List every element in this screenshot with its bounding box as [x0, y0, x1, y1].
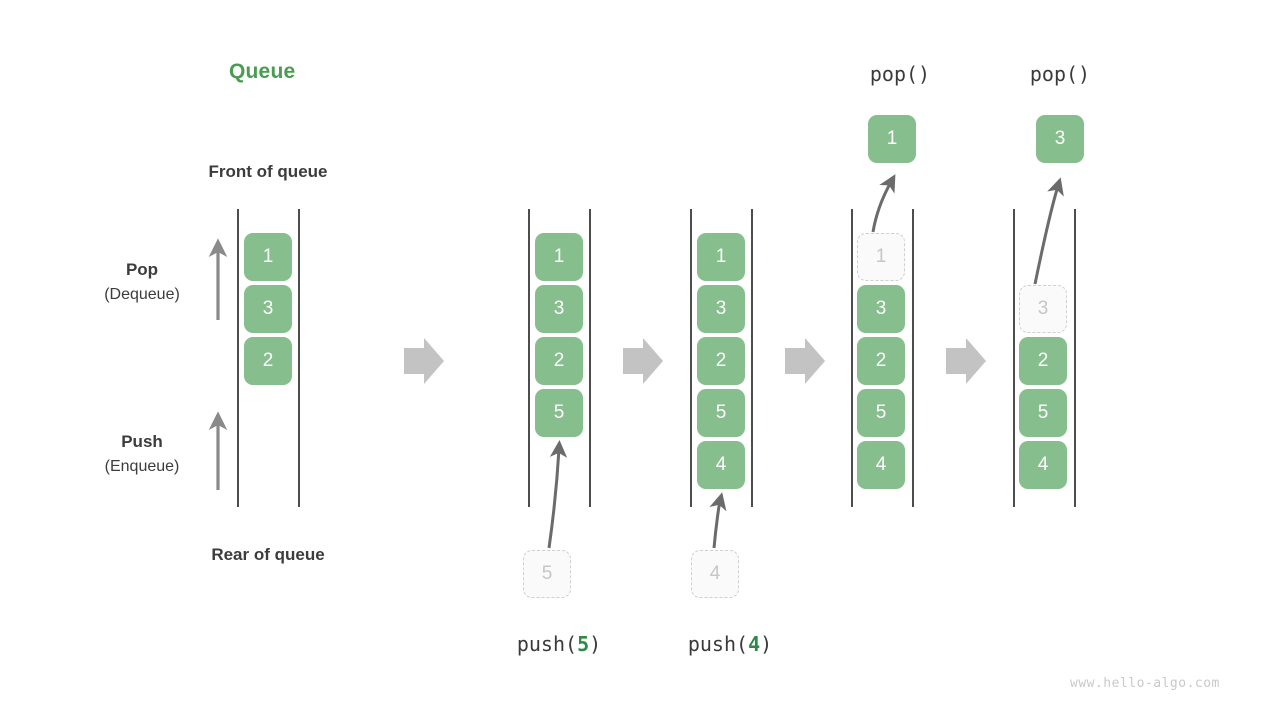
caption-prefix: push(: [687, 632, 749, 656]
queue-cell: 2: [244, 337, 292, 385]
rail-left: [1013, 209, 1015, 507]
page-title: Queue: [229, 60, 296, 83]
front-of-queue-label: Front of queue: [208, 162, 328, 181]
popped-cell: 1: [868, 115, 916, 163]
rail-left: [237, 209, 239, 507]
queue-cell: 4: [697, 441, 745, 489]
caption-push-5: push(5): [459, 632, 659, 656]
push-enqueue-label: Push (Enqueue): [52, 430, 232, 478]
op-title-pop-1: pop(): [869, 62, 931, 86]
caption-prefix: push(: [516, 632, 578, 656]
queue-cell: 1: [697, 233, 745, 281]
watermark: www.hello-algo.com: [1070, 676, 1220, 691]
rail-right: [298, 209, 300, 507]
queue-cell: 4: [857, 441, 905, 489]
rail-left: [528, 209, 530, 507]
step-arrow: [623, 338, 663, 384]
queue-cell: 3: [857, 285, 905, 333]
queue-cell: 5: [1019, 389, 1067, 437]
caption-suffix: ): [760, 632, 773, 656]
step-arrow: [785, 338, 825, 384]
step-arrow: [404, 338, 444, 384]
rail-left: [851, 209, 853, 507]
pop-label-sub: (Dequeue): [104, 285, 180, 303]
op-title-pop-3: pop(): [1029, 62, 1091, 86]
outgoing-ghost-cell: 3: [1019, 285, 1067, 333]
popped-cell: 3: [1036, 115, 1084, 163]
caption-value: 5: [577, 632, 590, 656]
outgoing-ghost-cell: 1: [857, 233, 905, 281]
step-arrow: [946, 338, 986, 384]
caption-push-4: push(4): [630, 632, 830, 656]
rail-left: [690, 209, 692, 507]
rail-right: [751, 209, 753, 507]
pop-dequeue-label: Pop (Dequeue): [52, 258, 232, 306]
queue-cell: 1: [244, 233, 292, 281]
push-label-sub: (Enqueue): [104, 457, 180, 475]
queue-cell: 2: [1019, 337, 1067, 385]
queue-cell: 5: [857, 389, 905, 437]
push-label-main: Push: [121, 432, 163, 451]
queue-cell: 3: [535, 285, 583, 333]
queue-cell: 3: [697, 285, 745, 333]
rail-right: [1074, 209, 1076, 507]
queue-cell: 4: [1019, 441, 1067, 489]
push-5-arrow: [547, 440, 568, 549]
queue-cell: 1: [535, 233, 583, 281]
incoming-ghost-cell: 5: [523, 550, 571, 598]
queue-cell: 2: [857, 337, 905, 385]
rail-right: [912, 209, 914, 507]
rear-of-queue-label: Rear of queue: [211, 545, 325, 564]
incoming-ghost-cell: 4: [691, 550, 739, 598]
caption-value: 4: [748, 632, 761, 656]
pop-1-arrow: [871, 174, 896, 233]
push-4-arrow: [709, 492, 727, 549]
queue-cell: 2: [535, 337, 583, 385]
queue-cell: 3: [244, 285, 292, 333]
caption-suffix: ): [589, 632, 602, 656]
pop-label-main: Pop: [125, 260, 159, 279]
rail-right: [589, 209, 591, 507]
queue-cell: 5: [697, 389, 745, 437]
pop-3-arrow: [1033, 177, 1064, 285]
queue-cell: 5: [535, 389, 583, 437]
queue-cell: 2: [697, 337, 745, 385]
